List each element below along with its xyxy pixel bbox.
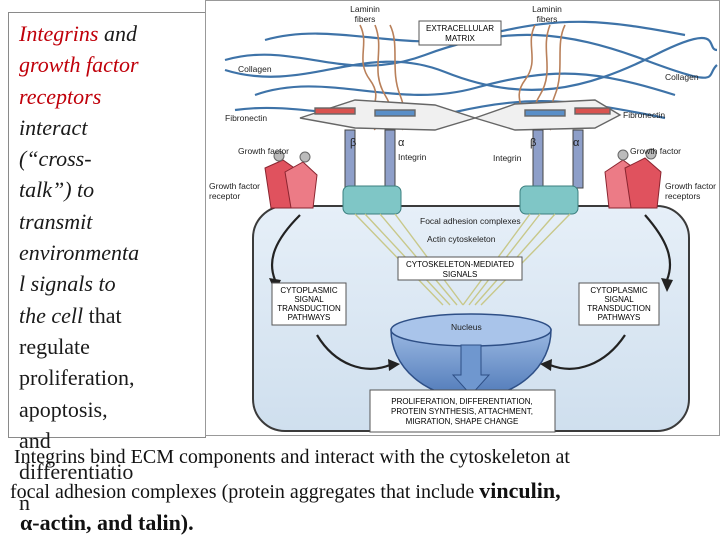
caption: Integrins bind ECM components and intera… — [0, 440, 720, 540]
left-line-13: apoptosis, — [19, 396, 108, 422]
label-beta-right: β — [530, 137, 536, 149]
label-focal-adhesion: Focal adhesion complexes — [420, 216, 521, 226]
term-growth-factor: growth factor — [19, 52, 139, 78]
label-beta-left: β — [350, 137, 356, 149]
label-cst-right-3: TRANSDUCTION — [587, 304, 651, 313]
label-alpha-left: α — [398, 137, 405, 149]
left-line-5: (“cross- — [19, 146, 92, 172]
ecm-box — [418, 20, 502, 46]
label-fibronectin-left: Fibronectin — [225, 113, 267, 123]
cst-right-box — [578, 282, 660, 326]
label-laminin-left-2: fibers — [355, 14, 376, 24]
left-line-14: and — [19, 427, 51, 453]
growth-factor-receptor-right — [604, 148, 662, 209]
label-laminin-right-2: fibers — [537, 14, 558, 24]
left-line-15: differentiatio — [19, 459, 134, 485]
label-growth-factor-right: Growth factor — [630, 146, 681, 156]
caption-line-3: α-actin, and talin). — [20, 510, 194, 536]
left-line-8: environmenta — [19, 240, 140, 266]
left-line-6: talk”) to — [19, 177, 95, 203]
label-cst-left-4: PATHWAYS — [288, 313, 331, 322]
label-alpha-right: α — [573, 137, 580, 149]
growth-factor-receptor-left — [264, 150, 318, 209]
label-cst-left-1: CYTOPLASMIC — [280, 286, 337, 295]
left-line-16: n — [19, 490, 30, 516]
caption-proteins: α-actin, and talin). — [20, 510, 194, 535]
fibronectin-right — [472, 99, 622, 131]
center-down-arrow — [451, 344, 491, 396]
caption-line-2-text: focal adhesion complexes (protein aggreg… — [10, 481, 480, 503]
label-outcome-1: PROLIFERATION, DIFFERENTIATION, — [391, 397, 533, 406]
term-receptors: receptors — [19, 83, 102, 109]
left-line-1: and — [98, 21, 137, 46]
label-growth-factor-left: Growth factor — [238, 146, 289, 156]
caption-vinculin: vinculin, — [479, 478, 561, 503]
csm-box — [397, 256, 523, 281]
label-ecm-2: MATRIX — [445, 34, 475, 43]
label-outcome-2: PROTEIN SYNTHESIS, ATTACHMENT, — [391, 407, 533, 416]
label-gfr-right-1: Growth factor — [665, 181, 716, 191]
caption-line-1: Integrins bind ECM components and intera… — [14, 446, 570, 468]
label-outcome-3: MIGRATION, SHAPE CHANGE — [406, 417, 519, 426]
left-paragraph: Integrins and growth factor receptors in… — [19, 18, 189, 519]
label-cst-left-3: TRANSDUCTION — [277, 304, 341, 313]
label-collagen-right: Collagen — [665, 72, 699, 82]
focal-adhesion-right — [519, 185, 579, 215]
integrin-signaling-diagram: Laminin fibers Laminin fibers Collagen C… — [205, 0, 720, 436]
label-csm-1: CYTOSKELETON-MEDIATED — [406, 260, 514, 269]
label-cst-left-2: SIGNAL — [294, 295, 324, 304]
left-line-12: proliferation, — [19, 365, 135, 391]
label-cst-right-2: SIGNAL — [604, 295, 634, 304]
label-integrin-left: Integrin — [398, 152, 427, 162]
label-laminin-left-1: Laminin — [350, 4, 380, 14]
left-line-10b: that — [83, 302, 122, 328]
caption-line-2: focal adhesion complexes (protein aggreg… — [10, 478, 561, 504]
left-line-11: regulate — [19, 333, 90, 359]
left-line-9: l signals to — [19, 271, 116, 297]
label-laminin-right-1: Laminin — [532, 4, 562, 14]
signal-arrows — [270, 214, 672, 370]
label-collagen-left: Collagen — [238, 64, 272, 74]
outcome-box — [369, 389, 556, 433]
label-gfr-left-1: Growth factor — [209, 181, 260, 191]
label-actin-cytoskeleton: Actin cytoskeleton — [427, 234, 496, 244]
label-nucleus: Nucleus — [451, 322, 482, 332]
label-gfr-left-2: receptor — [209, 191, 240, 201]
label-ecm-1: EXTRACELLULAR — [426, 24, 494, 33]
label-integrin-right: Integrin — [493, 153, 522, 163]
left-line-7: transmit — [19, 208, 93, 234]
label-cst-right-1: CYTOPLASMIC — [590, 286, 647, 295]
fibronectin-left — [299, 99, 478, 131]
label-cst-right-4: PATHWAYS — [598, 313, 641, 322]
label-gfr-right-2: receptors — [665, 191, 700, 201]
label-fibronectin-right: Fibronectin — [623, 110, 665, 120]
term-integrins: Integrins — [19, 21, 99, 46]
left-line-10: the cell — [19, 302, 84, 328]
cst-left-box — [271, 282, 347, 326]
left-text-box: Integrins and growth factor receptors in… — [8, 12, 206, 515]
left-line-4: interact — [19, 114, 88, 140]
focal-adhesion-left — [342, 185, 402, 215]
label-csm-2: SIGNALS — [443, 270, 478, 279]
